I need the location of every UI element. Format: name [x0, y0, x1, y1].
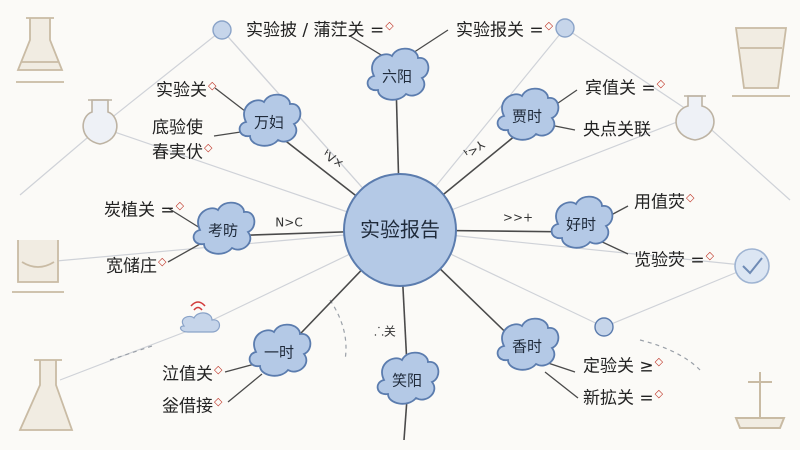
conical-flask-sketch-icon — [16, 17, 64, 83]
leaf-label: 宽储庄◇ — [106, 255, 167, 277]
node-label: 考昉 — [208, 222, 238, 240]
signal-cloud-icon — [179, 301, 221, 333]
leaf-label: 央点关联 — [583, 120, 651, 140]
leaf-label: 宾值关 =◇ — [585, 77, 666, 99]
leaf-label: 实验披 / 蒲茳关 =◇ — [246, 19, 394, 41]
decor-node — [555, 18, 575, 38]
node-wanfu: 万妇 — [238, 93, 302, 147]
node-label: 笑阳 — [392, 372, 422, 390]
node-label: 一时 — [264, 344, 294, 362]
check-node — [734, 248, 770, 284]
node-label: 贾时 — [512, 108, 542, 126]
stand-sketch-icon — [734, 372, 786, 429]
node-label: 万妇 — [254, 114, 284, 132]
decor-node — [594, 317, 614, 337]
round-flask-right-sketch-icon — [675, 95, 715, 141]
node-xiaoyang: 笑阳 — [376, 351, 440, 405]
flask-bottom-sketch-icon — [18, 359, 74, 431]
leaf-label: 釡借接◇ — [162, 395, 223, 417]
leaf-label: 新拡关 =◇ — [583, 387, 664, 409]
edge-label: N>C — [275, 216, 302, 230]
leaf-label: 用值荧◇ — [634, 191, 695, 213]
checkmark-icon — [742, 257, 763, 275]
round-flask-sketch-icon — [82, 99, 118, 145]
center-node — [343, 173, 457, 287]
leaf-label: 定验关 ≥◇ — [583, 355, 664, 377]
leaf-label: 泣值关◇ — [162, 363, 223, 385]
node-kaofang: 考昉 — [192, 201, 256, 255]
center-node-label: 实验报告 — [360, 218, 440, 242]
beaker-sketch-icon — [12, 240, 64, 293]
node-label: 好时 — [566, 216, 596, 234]
leaf-label: 实验报关 =◇ — [456, 19, 554, 41]
edge-label: >>+ — [503, 211, 533, 225]
leaf-label: 览验荧 =◇ — [634, 249, 715, 271]
leaf-label: 春実伏◇ — [152, 141, 213, 163]
node-xiangshi: 香时 — [496, 317, 560, 371]
node-jiashi: 贾时 — [496, 87, 560, 141]
decor-node — [212, 20, 232, 40]
node-label: 六阳 — [382, 68, 412, 86]
leaf-label: 底验使 — [152, 118, 203, 138]
edge-label: ⸫关 — [374, 325, 396, 339]
node-label: 香时 — [512, 338, 542, 356]
node-liuyang: 六阳 — [366, 47, 430, 101]
node-yishi: 一时 — [248, 323, 312, 377]
node-haoshi: 好时 — [550, 195, 614, 249]
leaf-label: 炭植关 =◇ — [104, 199, 185, 221]
leaf-label: 实验关◇ — [156, 79, 217, 101]
coffee-maker-sketch-icon — [732, 27, 790, 97]
